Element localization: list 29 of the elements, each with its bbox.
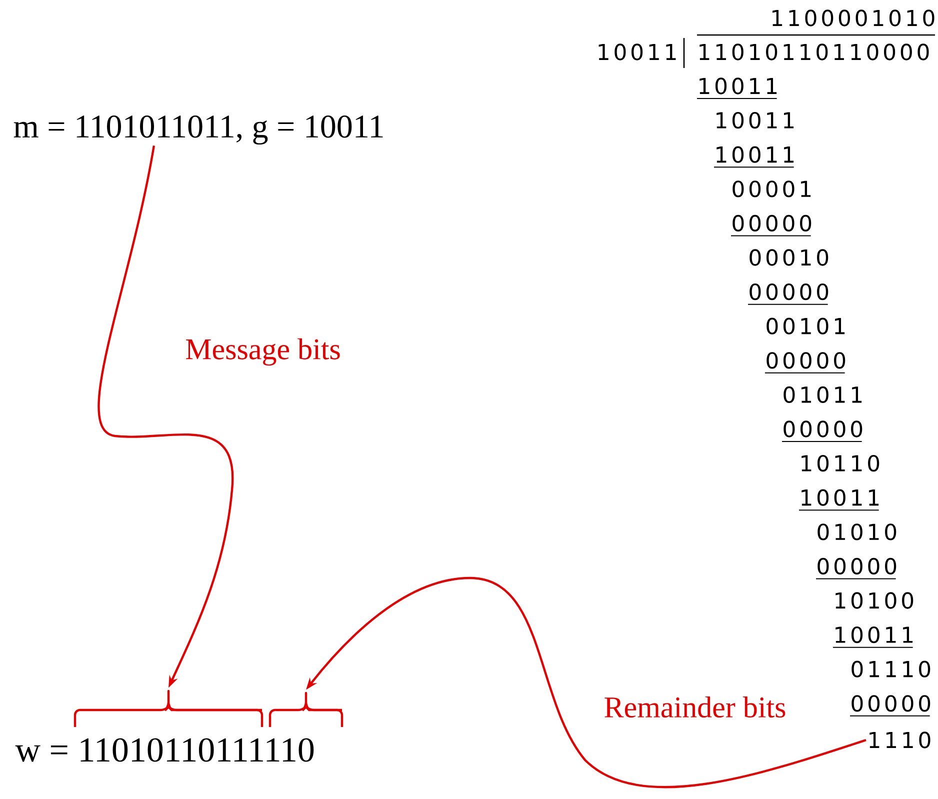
edge-label: Remainder bits — [602, 695, 788, 719]
quotient: 1100001010 — [772, 10, 934, 26]
subtrahend: 00000 — [850, 695, 930, 716]
subtrahend: 00000 — [748, 283, 828, 305]
partial-remainder: 10100 — [836, 592, 914, 609]
brace — [268, 694, 344, 727]
partial-remainder: 00010 — [750, 249, 828, 266]
partial-remainder: 10110 — [802, 454, 880, 472]
subtrahend: 10011 — [696, 78, 778, 100]
subtrahend: 00000 — [730, 214, 812, 236]
brace — [74, 692, 264, 727]
divisor: 10011 — [598, 44, 676, 60]
partial-remainder: 01011 — [784, 386, 862, 404]
formula-text: m = 1101011011, g = 10011 — [14, 115, 383, 145]
subtrahend: 10011 — [832, 626, 914, 648]
remainder: 1110 — [870, 732, 930, 748]
partial-remainder: 00001 — [732, 180, 811, 198]
subtrahend: 00000 — [782, 420, 862, 442]
subtrahend: 00000 — [816, 558, 896, 580]
edge-label: Message bits — [184, 337, 342, 367]
partial-remainder: 01010 — [818, 524, 896, 540]
dividend: 11010110110000 — [700, 44, 929, 60]
subtrahend: 00000 — [764, 352, 846, 374]
subtrahend: 10011 — [714, 146, 794, 168]
partial-remainder: 01110 — [852, 660, 930, 678]
subtrahend: 10011 — [798, 489, 880, 511]
partial-remainder: 00101 — [766, 318, 845, 334]
codeword: w = 11010110111110 — [15, 738, 314, 762]
partial-remainder: 10011 — [716, 112, 794, 129]
